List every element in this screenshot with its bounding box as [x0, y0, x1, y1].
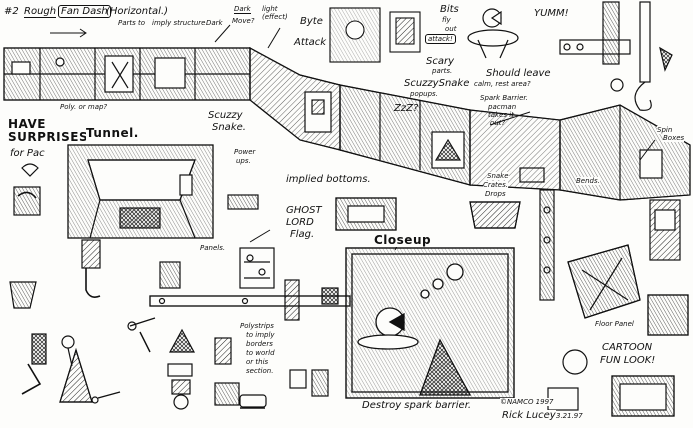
out-question-label: out?	[490, 119, 506, 127]
panels-label: Panels.	[200, 244, 226, 252]
polystrips-line2: to imply	[246, 331, 275, 339]
power-label: Power	[234, 148, 256, 156]
bits-label: Bits	[440, 4, 459, 15]
have-label: HAVE	[8, 117, 46, 131]
polystrips-line1: Polystrips	[240, 322, 274, 330]
dark-light-note: Dark	[234, 5, 251, 14]
takes-it-label: takes it	[488, 111, 514, 119]
boxes-label: Boxes	[663, 134, 685, 142]
bends-label: Bends.	[576, 177, 600, 185]
fan-dash-title: Fan Dash	[58, 5, 111, 18]
hanging-post-right	[559, 1, 673, 111]
polystrips-line3: borders	[246, 340, 273, 348]
small-props-left	[9, 163, 156, 404]
destroy-spark-barrier-label: Destroy spark barrier.	[362, 400, 472, 411]
scuzzy-snake-popup-label: ScuzzySnake	[404, 78, 470, 89]
dark-note: Dark	[206, 19, 223, 27]
annotation-arrows	[50, 24, 656, 251]
effect-note: (effect)	[262, 13, 288, 21]
for-pac-label: for Pac	[10, 148, 45, 159]
cartoon-label: CARTOON	[602, 342, 653, 353]
fun-look-label: FUN LOOK!	[600, 355, 656, 366]
scary-parts-label: parts.	[432, 67, 453, 75]
right-props	[335, 167, 689, 417]
fly-label: fly	[442, 16, 451, 24]
ghost-label: GHOST	[286, 205, 322, 216]
out-label: out	[445, 25, 457, 33]
date-label: 3.21.97	[556, 412, 583, 420]
ups-label: ups.	[236, 157, 251, 165]
zzz-label: ZzZ?	[394, 103, 419, 114]
drops-label: Drops	[485, 190, 506, 198]
rough-label: Rough	[24, 6, 57, 18]
byte-attack-panel	[329, 7, 421, 63]
surprises-label: SURPRISES	[8, 130, 89, 144]
poly-map-label: Poly. or map?	[60, 103, 108, 111]
move-note: Move?	[232, 17, 255, 25]
tunnel-label: Tunnel.	[86, 126, 139, 140]
flag-label: Flag.	[290, 229, 315, 240]
spark-barrier-label: Spark Barrier.	[480, 94, 528, 102]
byte-label: Byte	[300, 16, 323, 27]
yumm-label: YUMM!	[534, 8, 569, 19]
tunnel-sketch	[67, 144, 214, 239]
lord-label: LORD	[286, 217, 314, 228]
polystrips-line6: section.	[246, 367, 274, 375]
snake-crates-label: Snake	[487, 172, 509, 180]
parts-imply-note: Parts to	[118, 19, 146, 27]
light-note: light	[262, 5, 278, 13]
attack-bubble: attack!	[425, 34, 456, 44]
calm-rest-label: calm, rest area?	[474, 80, 531, 88]
scary-label: Scary	[426, 56, 455, 67]
scuzzy-label: Scuzzy	[208, 110, 243, 121]
snake-label: Snake.	[212, 122, 246, 133]
implied-bottoms-label: implied bottoms.	[286, 174, 371, 185]
closeup-label: Closeup	[374, 233, 432, 247]
byte-attack-label: Attack	[294, 37, 327, 48]
polystrips-line5: or this	[246, 358, 269, 366]
should-leave-label: Should leave	[486, 68, 551, 79]
imply-structure-note: imply structure	[152, 19, 206, 27]
sheet-number: #2	[4, 6, 19, 17]
floor-panel-label: Floor Panel	[595, 320, 634, 328]
pacman-takes-label: pacman	[488, 103, 517, 111]
copyright-label: ©NAMCO 1997	[500, 398, 554, 406]
closeup-scene	[345, 247, 515, 399]
pacman-sketch-top	[467, 8, 519, 59]
horizontal-label: (Horizontal.)	[106, 6, 169, 17]
crates-label: Crates.	[483, 181, 508, 189]
corridor-segment-middle	[249, 46, 471, 186]
artist-signature: Rick Lucey	[502, 410, 556, 421]
polystrips-line4: to world	[246, 349, 275, 357]
spin-label: Spin	[657, 126, 673, 134]
panels-and-strips	[149, 194, 351, 410]
popups-label: popups.	[410, 90, 438, 98]
corridor-segment-left	[3, 47, 251, 101]
